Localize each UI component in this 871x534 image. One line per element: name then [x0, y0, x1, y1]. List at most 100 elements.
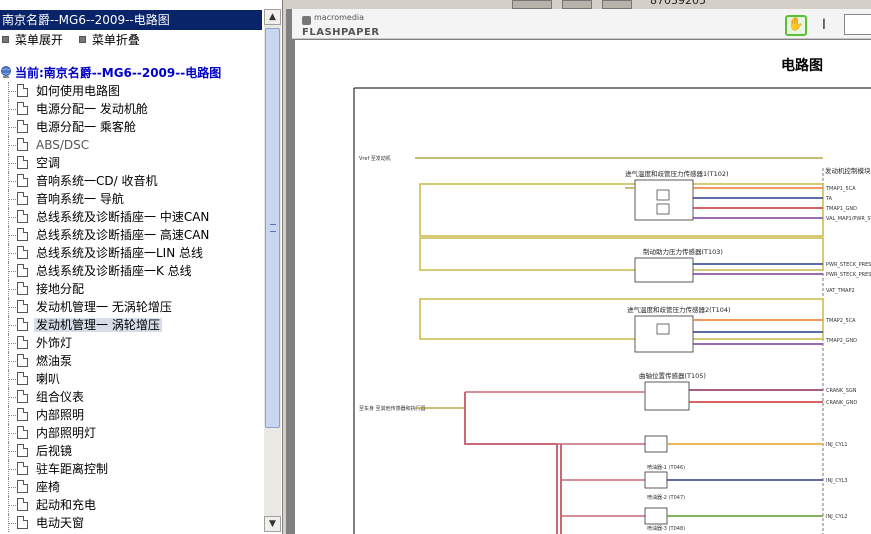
- top-number: 87039205: [650, 0, 706, 7]
- ecm-pin-label: PWR_STECK_PRES_GND: [826, 272, 871, 278]
- tree-item[interactable]: 总线系统及诊断插座一LIN 总线: [0, 244, 262, 262]
- text-select-tool-button[interactable]: I: [821, 17, 827, 33]
- document-icon: [17, 228, 28, 241]
- document-icon: [17, 318, 28, 331]
- document-icon: [17, 498, 28, 511]
- tree-item[interactable]: 内部照明灯: [0, 424, 262, 442]
- document-icon: [17, 462, 28, 475]
- document-icon: [17, 516, 28, 529]
- ecm-pin-label: CRANK_SGN: [826, 388, 857, 394]
- document-icon: [17, 426, 28, 439]
- tree-item[interactable]: 燃油泵: [0, 352, 262, 370]
- tree-item[interactable]: 发动机管理一 无涡轮增压: [0, 298, 262, 316]
- document-icon: [17, 138, 28, 151]
- tree-item-label: 外饰灯: [36, 336, 73, 350]
- tree-toolbar: 菜单展开 菜单折叠: [0, 31, 150, 49]
- document-icon: [17, 336, 28, 349]
- document-icon: [17, 372, 28, 385]
- ecm-pin-label: TMAP1_5CA: [825, 186, 856, 192]
- collapse-menu-button[interactable]: 菜单折叠: [78, 31, 140, 49]
- tree-item-label: 喇叭: [36, 372, 61, 386]
- tree-item[interactable]: 电动天窗: [0, 514, 262, 532]
- tree-item-label: ABS/DSC: [36, 138, 90, 152]
- tree-item[interactable]: 空调: [0, 154, 262, 172]
- expand-menu-button[interactable]: 菜单展开: [2, 31, 63, 49]
- document-icon: [17, 408, 28, 421]
- ecm-pin-labels: TMAP1_5CA TA TMAP1_GND VAL_MAP1/PWR_STECK PW…: [825, 186, 871, 520]
- tree-item[interactable]: 电源分配一 发动机舱: [0, 100, 262, 118]
- tree-item-label: 组合仪表: [36, 390, 85, 404]
- tree-item[interactable]: ABS/DSC: [0, 136, 262, 154]
- tree-item-label: 总线系统及诊断插座一K 总线: [36, 264, 192, 278]
- tree-item-label: 电源分配一 发动机舱: [36, 102, 148, 116]
- document-icon: [17, 174, 28, 187]
- circuit-diagram: Vref 至发动机 发动机控制模块 进气温度和歧管压力传感器1(T102): [353, 87, 871, 534]
- scroll-thumb[interactable]: [265, 28, 280, 428]
- tree-list: 如何使用电路图电源分配一 发动机舱电源分配一 乘客舱 ABS/DSC 空调音响系统一…: [0, 82, 262, 532]
- sensor-3-label: 进气温度和歧管压力传感器2(T104): [627, 305, 731, 314]
- tree-item[interactable]: 总线系统及诊断插座一K 总线: [0, 262, 262, 280]
- collapse-icon: [78, 36, 86, 43]
- tree-item[interactable]: 组合仪表: [0, 388, 262, 406]
- ecm-pin-label: VAL_MAP1/PWR_STECK: [826, 216, 871, 222]
- tree-item[interactable]: 总线系统及诊断插座一 中速CAN: [0, 208, 262, 226]
- tree-item-label: 燃油泵: [36, 354, 73, 368]
- document-icon: [17, 264, 28, 277]
- tree-item[interactable]: 起动和充电: [0, 496, 262, 514]
- ecm-header: 发动机控制模块: [825, 166, 871, 175]
- navigation-panel: 南京名爵--MG6--2009--电路图 菜单展开 菜单折叠 当前:南京名爵--…: [0, 0, 283, 534]
- tree-item-label: 座椅: [36, 480, 61, 494]
- ecm-pin-label: TMAP2_GND: [825, 338, 857, 344]
- tree-root[interactable]: 当前:南京名爵--MG6--2009--电路图: [0, 64, 221, 82]
- tree-item[interactable]: 音响系统一CD/ 收音机: [0, 172, 262, 190]
- tree-title: 南京名爵--MG6--2009--电路图: [0, 10, 262, 30]
- flashpaper-logo: macromedia FLASHPAPER: [302, 13, 380, 38]
- document-icon: [17, 210, 28, 223]
- document-icon: [17, 156, 28, 169]
- tree-item-label: 接地分配: [36, 282, 85, 296]
- tree-item[interactable]: 电源分配一 乘客舱: [0, 118, 262, 136]
- hand-tool-button[interactable]: ✋: [785, 15, 807, 36]
- ecm-pin-label: TA: [825, 196, 833, 202]
- scroll-down-icon[interactable]: ▼: [264, 516, 281, 532]
- tree-item-label: 音响系统一CD/ 收音机: [36, 174, 158, 188]
- tree-item-label: 发动机管理一 涡轮增压: [34, 318, 162, 332]
- document-icon: [17, 354, 28, 367]
- left-note-1: Vref 至发动机: [359, 155, 391, 162]
- tree-item-label: 内部照明灯: [36, 426, 97, 440]
- tree-item-label: 内部照明: [36, 408, 85, 422]
- tree-item[interactable]: 音响系统一 导航: [0, 190, 262, 208]
- tree-item[interactable]: 外饰灯: [0, 334, 262, 352]
- globe-icon: [1, 66, 11, 78]
- outer-toolbar-strip: 87039205: [286, 0, 871, 9]
- sensor-2-label: 制动助力压力传感器(T103): [643, 247, 723, 256]
- zoom-input[interactable]: [844, 14, 871, 35]
- tree-scrollbar[interactable]: ▲ ▼: [264, 9, 281, 532]
- tree-item-label: 后视镜: [36, 444, 73, 458]
- page-title: 电路图: [781, 58, 823, 74]
- sensor-4-label: 曲轴位置传感器(T105): [639, 371, 706, 380]
- tree-item[interactable]: 如何使用电路图: [0, 82, 262, 100]
- ecm-pin-label: TMAP1_GND: [825, 206, 857, 212]
- tree-item[interactable]: 喇叭: [0, 370, 262, 388]
- tree-item-label: 发动机管理一 无涡轮增压: [36, 300, 172, 314]
- document-icon: [17, 390, 28, 403]
- tree-item-label: 总线系统及诊断插座一LIN 总线: [36, 246, 204, 260]
- ecm-pin-label: CRANK_GND: [826, 400, 857, 406]
- coil-1-label: 喷油器-1 (T046): [647, 464, 685, 471]
- tree-item[interactable]: 总线系统及诊断插座一 高速CAN: [0, 226, 262, 244]
- expand-icon: [2, 36, 9, 43]
- document-viewer: 87039205 macromedia FLASHPAPER ✋ I 电路图 V…: [286, 0, 871, 534]
- document-icon: [17, 480, 28, 493]
- document-icon: [17, 444, 28, 457]
- tree-item-label: 电源分配一 乘客舱: [36, 120, 136, 134]
- ecm-pin-label: INJ_CYL1: [826, 442, 848, 448]
- tree-item[interactable]: 驻车距离控制: [0, 460, 262, 478]
- scroll-up-icon[interactable]: ▲: [264, 9, 281, 25]
- tree-item[interactable]: 接地分配: [0, 280, 262, 298]
- tree-item[interactable]: 座椅: [0, 478, 262, 496]
- tree-item[interactable]: 内部照明: [0, 406, 262, 424]
- tree-item[interactable]: 后视镜: [0, 442, 262, 460]
- tree-item[interactable]: 发动机管理一 涡轮增压: [0, 316, 262, 334]
